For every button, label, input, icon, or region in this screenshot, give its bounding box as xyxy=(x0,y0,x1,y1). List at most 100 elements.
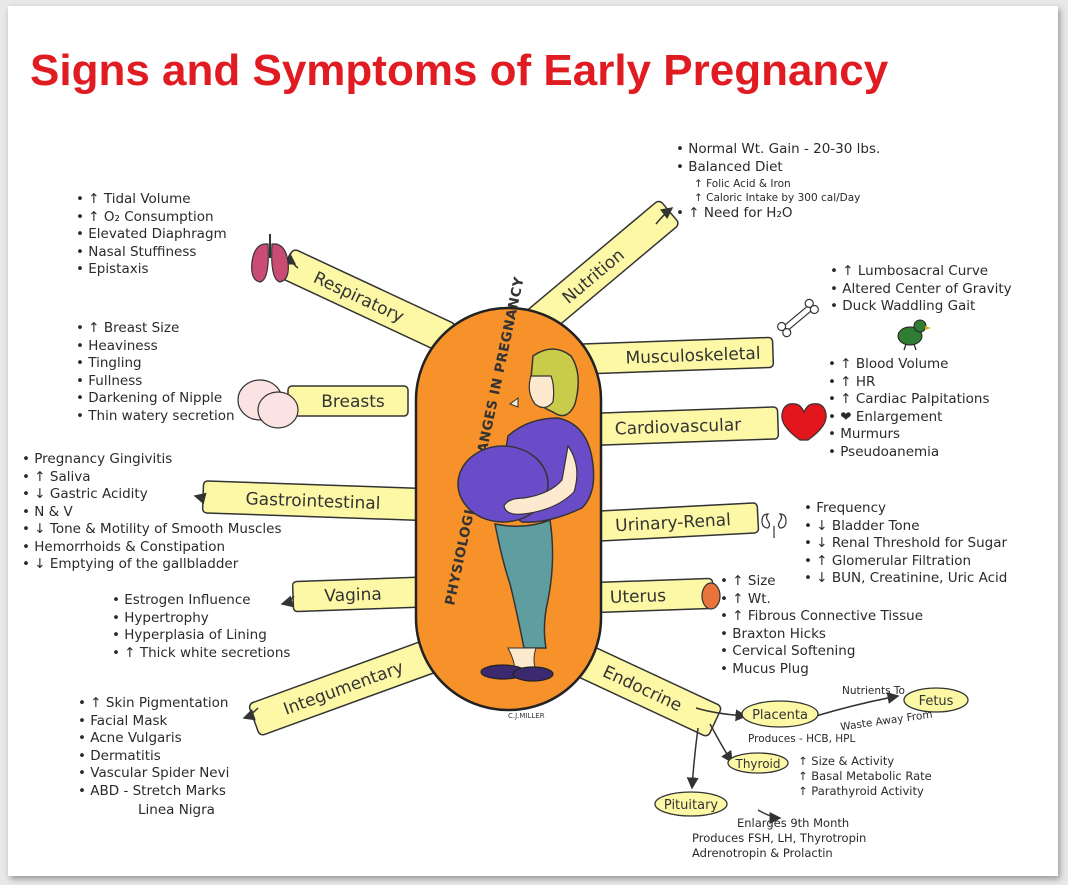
list-item: Mucus Plug xyxy=(720,661,923,679)
list-item: ↑ Size xyxy=(720,573,923,591)
thyroid-node: Thyroid xyxy=(727,752,789,774)
list-item: Elevated Diaphragm xyxy=(76,226,226,244)
list-item: N & V xyxy=(22,504,282,522)
list-item: Pseudoanemia xyxy=(828,444,990,462)
list-item: Altered Center of Gravity xyxy=(830,281,1011,299)
nutrition-sub-1: ↑ Folic Acid & Iron xyxy=(694,178,791,190)
list-item: Thin watery secretion xyxy=(76,408,234,426)
list-item: Hypertrophy xyxy=(112,610,290,628)
list-item: Duck Waddling Gait xyxy=(830,298,1012,316)
pituitary-list: Enlarges 9th Month Produces FSH, LH, Thy… xyxy=(692,816,866,861)
list-item: Darkening of Nipple xyxy=(76,390,235,408)
list-item: Hyperplasia of Lining xyxy=(112,627,290,645)
page-title: Signs and Symptoms of Early Pregnancy xyxy=(30,46,889,95)
list-item: Nasal Stuffiness xyxy=(76,244,227,262)
list-item: ↓ Tone & Motility of Smooth Muscles xyxy=(22,521,281,539)
list-item: ↑ Cardiac Palpitations xyxy=(828,391,989,409)
bone-icon xyxy=(777,298,819,338)
label-uterus: Uterus xyxy=(610,586,667,608)
list-item: Acne Vulgaris xyxy=(78,730,229,748)
list-item: ↑ Skin Pigmentation xyxy=(78,695,229,713)
pituitary-node: Pituitary xyxy=(654,791,728,817)
list-item: ↑ Breast Size xyxy=(76,320,235,338)
list-item: ↑ Fibrous Connective Tissue xyxy=(720,608,923,626)
list-item: Pregnancy Gingivitis xyxy=(22,451,282,469)
heart-icon xyxy=(781,403,827,441)
list-item: Cervical Softening xyxy=(720,643,923,661)
kidneys-icon xyxy=(761,513,787,538)
list-item: Epistaxis xyxy=(76,261,227,279)
band-breasts: Breasts xyxy=(287,385,409,417)
list-item: Adrenotropin & Prolactin xyxy=(692,846,833,860)
integumentary-linea-nigra: Linea Nigra xyxy=(138,802,215,818)
band-cardiovascular: Cardiovascular xyxy=(576,406,780,447)
list-item: ↑ Wt. xyxy=(720,591,923,609)
integumentary-list: ↑ Skin Pigmentation Facial Mask Acne Vul… xyxy=(78,695,229,800)
list-item: ↓ Renal Threshold for Sugar xyxy=(804,535,1007,553)
list-item: Heaviness xyxy=(76,338,235,356)
svg-text:Placenta: Placenta xyxy=(752,708,808,723)
list-item: ↑ Need for H₂O xyxy=(676,205,792,223)
label-vagina: Vagina xyxy=(324,585,382,607)
list-item: ↓ Gastric Acidity xyxy=(22,486,282,504)
list-item: ABD - Stretch Marks xyxy=(78,783,229,801)
list-item: ↑ HR xyxy=(828,374,990,392)
list-item: ↑ Tidal Volume xyxy=(76,191,227,209)
list-item: ↓ Emptying of the gallbladder xyxy=(22,556,282,574)
breasts-list: ↑ Breast Size Heaviness Tingling Fullnes… xyxy=(76,320,235,426)
list-item: Enlarges 9th Month xyxy=(737,816,850,830)
label-breasts: Breasts xyxy=(321,392,385,412)
list-item: Murmurs xyxy=(828,426,990,444)
duck-icon xyxy=(897,319,931,351)
nutrition-sub-2: ↑ Caloric Intake by 300 cal/Day xyxy=(694,192,861,204)
svg-text:Pituitary: Pituitary xyxy=(664,798,719,813)
list-item: ↑ Glomerular Filtration xyxy=(804,553,1007,571)
list-item: Estrogen Influence xyxy=(112,592,290,610)
list-item: ↑ Blood Volume xyxy=(828,356,990,374)
list-item: ↑ O₂ Consumption xyxy=(76,209,227,227)
musculoskeletal-list: ↑ Lumbosacral Curve Altered Center of Gr… xyxy=(830,263,1012,316)
list-item: Braxton Hicks xyxy=(720,626,923,644)
label-musculoskeletal: Musculoskeletal xyxy=(625,344,761,369)
list-item: Vascular Spider Nevi xyxy=(78,765,229,783)
list-item: ↓ Bladder Tone xyxy=(804,518,1007,536)
list-item: ↑ Lumbosacral Curve xyxy=(830,263,1012,281)
list-item: ↑ Saliva xyxy=(22,469,282,487)
placenta-node: Placenta xyxy=(741,700,819,728)
uterus-icon xyxy=(701,582,721,610)
list-item: ↑ Parathyroid Activity xyxy=(798,784,924,798)
respiratory-list: ↑ Tidal Volume ↑ O₂ Consumption Elevated… xyxy=(76,191,227,279)
list-item: Produces FSH, LH, Thyrotropin xyxy=(692,831,867,845)
nutrients-to-label: Nutrients To xyxy=(842,685,905,697)
gastrointestinal-list: Pregnancy Gingivitis ↑ Saliva ↓ Gastric … xyxy=(22,451,282,574)
svg-text:Thyroid: Thyroid xyxy=(735,757,781,771)
list-item: ↑ Size & Activity xyxy=(798,754,895,768)
list-item: Frequency xyxy=(804,500,1007,518)
list-item: Fullness xyxy=(76,373,235,391)
signature: C.J.MILLER xyxy=(508,712,545,720)
list-item: Normal Wt. Gain - 20-30 lbs. xyxy=(676,141,880,159)
list-item: Tingling xyxy=(76,355,235,373)
thyroid-list: ↑ Size & Activity ↑ Basal Metabolic Rate… xyxy=(798,754,932,799)
list-item: Hemorrhoids & Constipation xyxy=(22,539,282,557)
label-cardiovascular: Cardiovascular xyxy=(614,415,741,439)
fetus-node: Fetus xyxy=(903,687,969,713)
svg-text:Fetus: Fetus xyxy=(919,694,954,709)
diagram: Respiratory Nutrition Breasts Gastrointe… xyxy=(193,200,969,824)
vagina-list: Estrogen Influence Hypertrophy Hyperplas… xyxy=(112,592,290,662)
slide: Signs and Symptoms of Early Pregnancy Re… xyxy=(8,6,1058,876)
list-item: Dermatitis xyxy=(78,748,229,766)
band-musculoskeletal: Musculoskeletal xyxy=(566,336,775,376)
band-urinary: Urinary-Renal xyxy=(551,502,760,545)
nutrition-list-last: ↑ Need for H₂O xyxy=(676,205,792,223)
list-item: Balanced Diet xyxy=(676,159,880,177)
lungs-icon xyxy=(251,234,289,283)
breasts-icon xyxy=(237,379,299,429)
band-respiratory: Respiratory xyxy=(280,249,456,353)
cardiovascular-list: ↑ Blood Volume ↑ HR ↑ Cardiac Palpitatio… xyxy=(828,356,990,462)
placenta-produces: Produces - HCB, HPL xyxy=(748,733,856,745)
uterus-list: ↑ Size ↑ Wt. ↑ Fibrous Connective Tissue… xyxy=(720,573,923,678)
list-item: ↑ Basal Metabolic Rate xyxy=(798,769,932,783)
list-item: ↑ Thick white secretions xyxy=(112,645,290,663)
pregnant-woman-figure xyxy=(457,348,595,682)
